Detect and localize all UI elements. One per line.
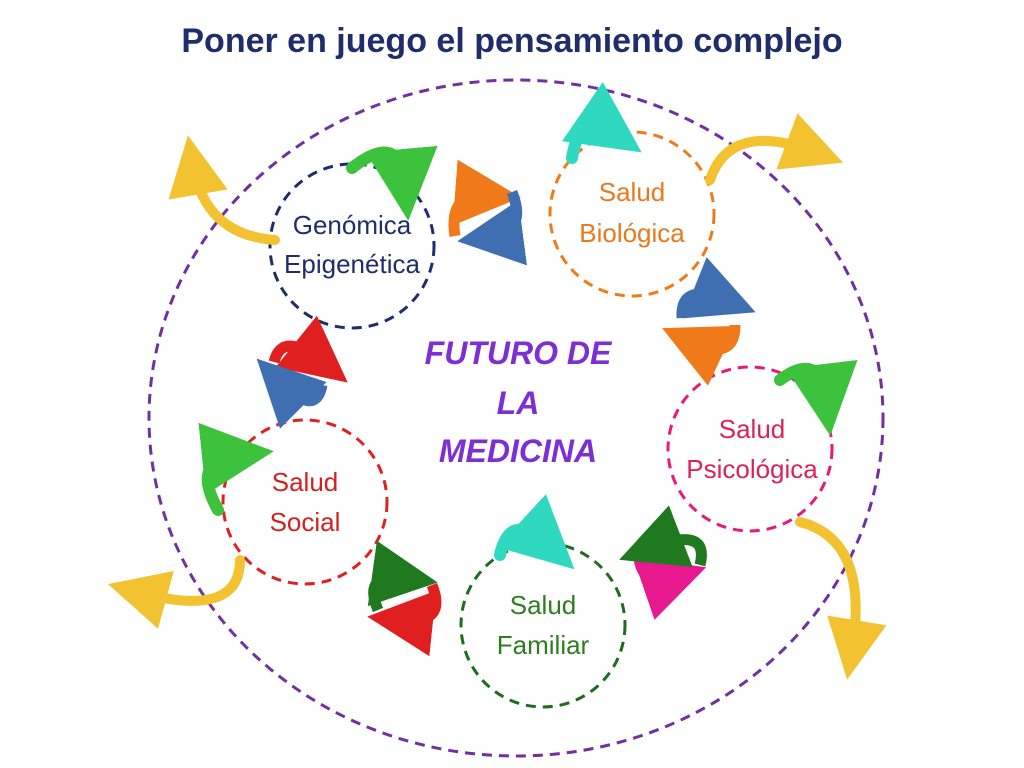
cycle-arrows-genomica-social — [256, 315, 348, 429]
biologica-label-2: Biológica — [579, 218, 685, 248]
cycle-arrows-familiar-psicologica — [619, 505, 707, 620]
cycle-arrows-biologica-psicologica — [662, 257, 756, 386]
yellow-arrow-bottomleft — [108, 555, 245, 629]
biologica-circle — [548, 130, 716, 298]
cyan-arrow-biologica — [561, 81, 642, 164]
center-label-3: MEDICINA — [439, 433, 597, 469]
green-arrow-psicologica — [774, 359, 858, 436]
cycle-arrows-social-familiar — [367, 540, 442, 657]
genomica-label-1: Genómica — [293, 210, 412, 240]
genomica-circle — [268, 162, 436, 330]
cyan-arrow-familiar — [494, 494, 575, 570]
diagram-title: Poner en juego el pensamiento complejo — [181, 22, 843, 60]
cycle-arrows-genomica-biologica — [448, 159, 528, 266]
yellow-arrow-bottomright — [795, 517, 887, 680]
social-label-2: Social — [270, 507, 341, 537]
outer-circle — [147, 78, 885, 758]
genomica-label-2: Epigenética — [284, 249, 420, 279]
social-label-1: Salud — [272, 467, 339, 497]
familiar-circle — [459, 541, 627, 709]
psicologica-label-2: Psicológica — [686, 454, 818, 484]
familiar-label-1: Salud — [510, 590, 577, 620]
yellow-arrow-topleft — [168, 135, 280, 245]
biologica-label-1: Salud — [599, 177, 666, 207]
center-label-1: FUTURO DE — [425, 335, 613, 371]
psicologica-circle — [666, 365, 834, 533]
psicologica-label-1: Salud — [719, 414, 786, 444]
green-arrow-social — [198, 422, 274, 516]
social-circle — [221, 418, 389, 586]
yellow-arrow-topright — [705, 113, 844, 185]
green-arrow-genomica — [346, 145, 438, 221]
familiar-label-2: Familiar — [497, 630, 590, 660]
center-label-2: LA — [497, 385, 540, 421]
